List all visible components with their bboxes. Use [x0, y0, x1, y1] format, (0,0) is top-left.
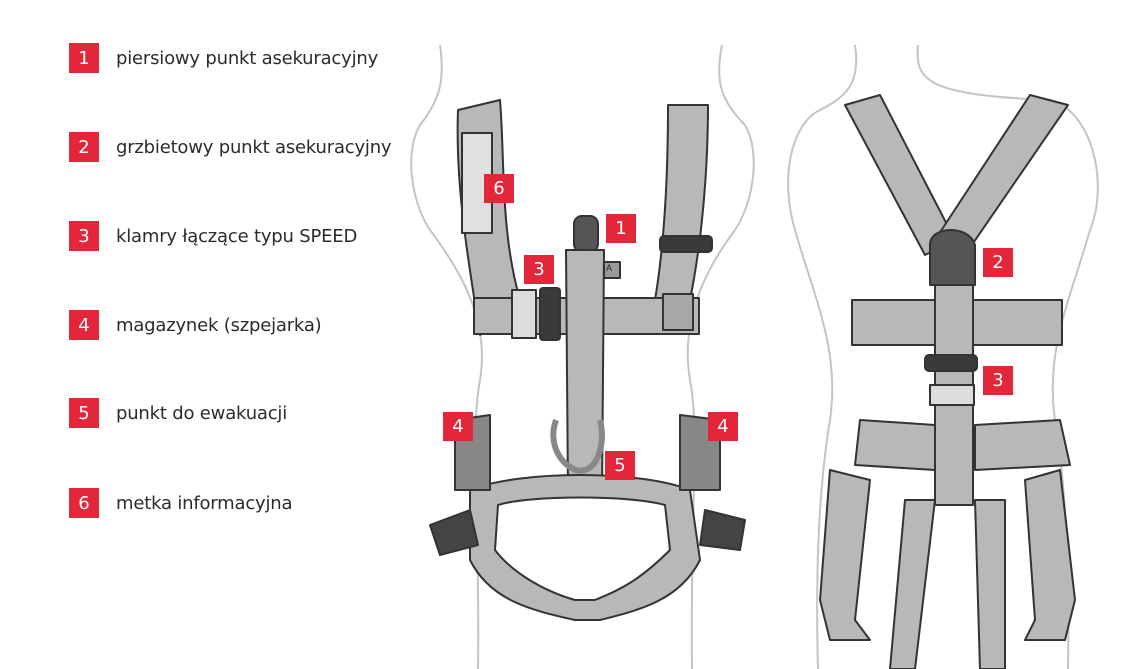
- tag-speed-buckle-back: 3: [983, 366, 1013, 395]
- tag-gear-loop-left: 4: [443, 412, 473, 441]
- back-harness: [819, 94, 1076, 669]
- legend-label: metka informacyjna: [116, 492, 293, 514]
- legend-item: 3 klamry łączące typu SPEED: [69, 221, 357, 251]
- legend-badge: 3: [69, 221, 99, 251]
- legend-item: 5 punkt do ewakuacji: [69, 398, 287, 428]
- legend-label: piersiowy punkt asekuracyjny: [116, 47, 379, 69]
- front-harness: [429, 99, 746, 621]
- legend-badge: 4: [69, 310, 99, 340]
- legend-label: klamry łączące typu SPEED: [116, 225, 358, 247]
- tag-chest-attachment: 1: [606, 214, 636, 243]
- legend-badge: 2: [69, 132, 99, 162]
- legend-item: 6 metka informacyjna: [69, 488, 293, 518]
- tag-info-label: 6: [484, 174, 514, 203]
- tag-evacuation-point: 5: [605, 451, 635, 480]
- tag-speed-buckle-front: 3: [524, 255, 554, 284]
- legend-item: 4 magazynek (szpejarka): [69, 310, 322, 340]
- strap-mark: A: [606, 264, 613, 274]
- tag-dorsal-attachment: 2: [983, 248, 1013, 277]
- legend-badge: 1: [69, 43, 99, 73]
- legend-badge: 5: [69, 398, 99, 428]
- legend-label: grzbietowy punkt asekuracyjny: [116, 136, 392, 158]
- legend-label: magazynek (szpejarka): [116, 314, 322, 336]
- tag-gear-loop-right: 4: [708, 412, 738, 441]
- legend-item: 2 grzbietowy punkt asekuracyjny: [69, 132, 392, 162]
- legend-label: punkt do ewakuacji: [116, 402, 288, 424]
- legend-badge: 6: [69, 488, 99, 518]
- legend-item: 1 piersiowy punkt asekuracyjny: [69, 43, 378, 73]
